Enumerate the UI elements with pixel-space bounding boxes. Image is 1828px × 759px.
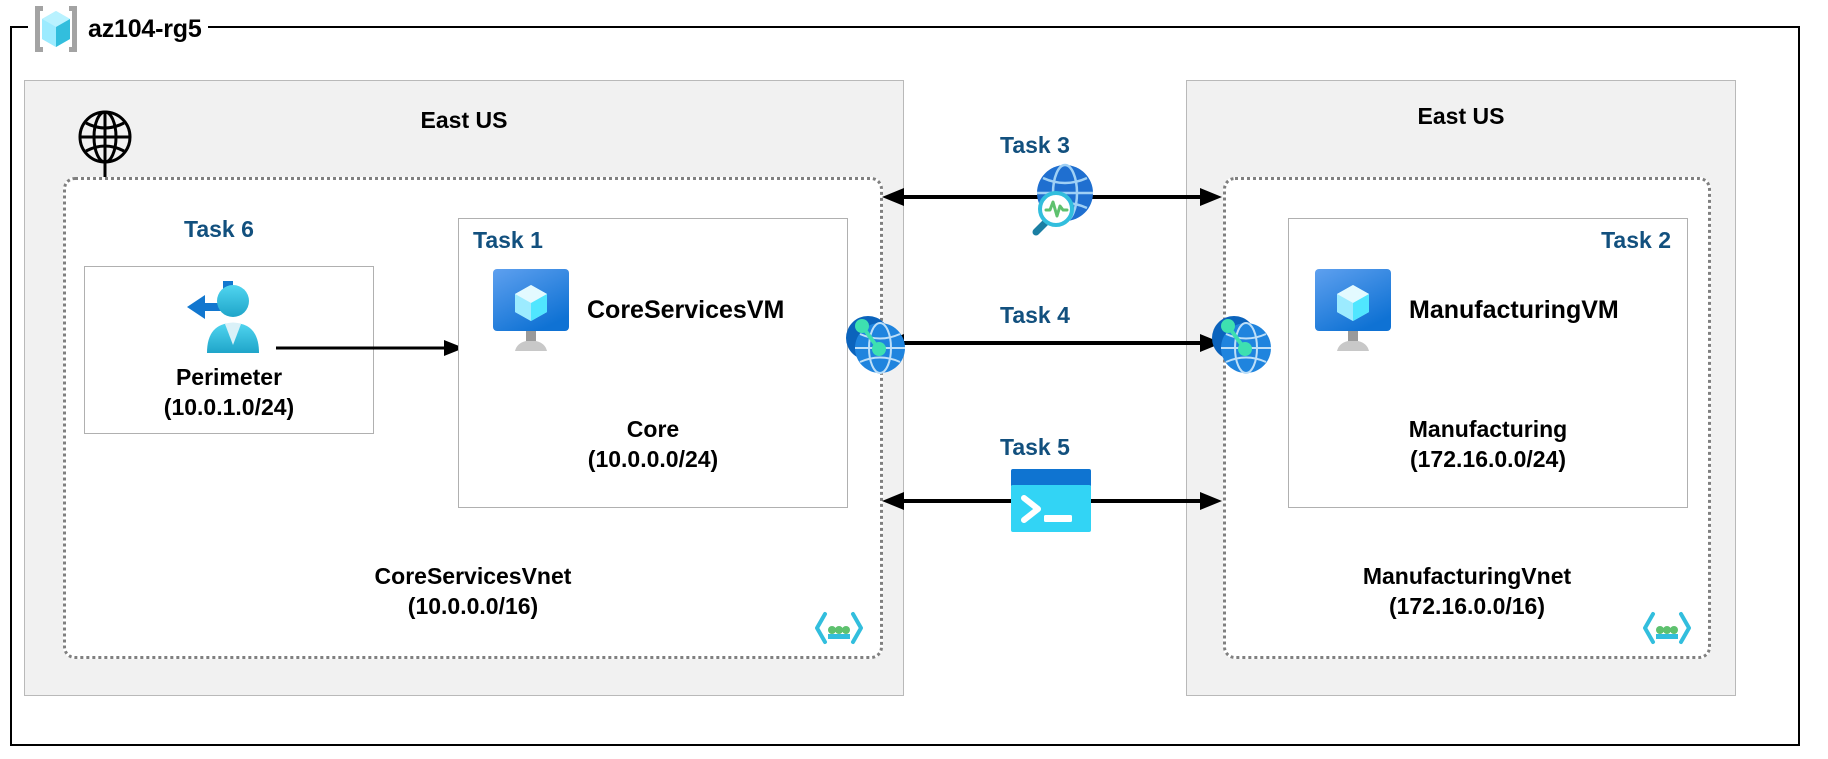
vnet-code-brackets-icon bbox=[815, 612, 863, 644]
perimeter-to-core-arrow-icon bbox=[276, 340, 464, 356]
region-east-us-right: East US Task 2 bbox=[1186, 80, 1736, 696]
vnet-manufacturing-name: ManufacturingVnet bbox=[1362, 563, 1572, 589]
vnet-core-services-name: CoreServicesVnet bbox=[374, 563, 572, 589]
vm-core-services: CoreServicesVM bbox=[489, 267, 784, 353]
resource-group-frame bbox=[10, 26, 1800, 746]
subnet-manufacturing-cidr: (172.16.0.0/24) bbox=[1409, 445, 1566, 472]
region-left-title: East US bbox=[420, 107, 508, 133]
subnet-core: Task 1 bbox=[458, 218, 848, 508]
subnet-core-cidr: (10.0.0.0/24) bbox=[587, 445, 719, 472]
azure-resource-group-icon bbox=[35, 6, 77, 52]
task-label-5: Task 5 bbox=[1000, 434, 1070, 460]
task-label-6: Task 6 bbox=[184, 216, 254, 242]
subnet-perimeter-name: Perimeter bbox=[175, 364, 283, 390]
subnet-perimeter-caption: Perimeter (10.0.1.0/24) bbox=[85, 363, 373, 423]
region-right-title: East US bbox=[1417, 103, 1505, 129]
task-label-1: Task 1 bbox=[473, 227, 543, 253]
vnet-manufacturing-cidr: (172.16.0.0/16) bbox=[1388, 592, 1545, 619]
virtual-machine-icon bbox=[1315, 269, 1391, 351]
subnet-manufacturing: Task 2 bbox=[1288, 218, 1688, 508]
task-label-4: Task 4 bbox=[1000, 302, 1070, 328]
subnet-core-name: Core bbox=[626, 416, 680, 442]
subnet-manufacturing-caption: Manufacturing (172.16.0.0/24) bbox=[1289, 415, 1687, 475]
vnet-core-services: Task 6 bbox=[63, 177, 883, 659]
vnet-peering-icon bbox=[846, 316, 905, 374]
globe-icon bbox=[78, 110, 132, 164]
resource-group-name: az104-rg5 bbox=[88, 14, 202, 43]
cloud-shell-icon bbox=[1011, 469, 1091, 532]
subnet-core-caption: Core (10.0.0.0/24) bbox=[459, 415, 847, 475]
task-label-2: Task 2 bbox=[1601, 227, 1671, 253]
vnet-core-services-caption: CoreServicesVnet (10.0.0.0/16) bbox=[66, 562, 880, 622]
subnet-perimeter: Perimeter (10.0.1.0/24) bbox=[84, 266, 374, 434]
network-watcher-icon bbox=[1032, 163, 1093, 236]
vnet-manufacturing: Task 2 bbox=[1223, 177, 1711, 659]
vnet-manufacturing-caption: ManufacturingVnet (172.16.0.0/16) bbox=[1226, 562, 1708, 622]
vm-manufacturing: ManufacturingVM bbox=[1311, 267, 1619, 353]
vnet-core-services-cidr: (10.0.0.0/16) bbox=[407, 592, 539, 619]
vnet-code-brackets-icon bbox=[1643, 612, 1691, 644]
resource-group-header: az104-rg5 bbox=[28, 6, 208, 52]
subnet-perimeter-cidr: (10.0.1.0/24) bbox=[163, 393, 295, 420]
subnet-manufacturing-name: Manufacturing bbox=[1408, 416, 1568, 442]
vm-manufacturing-name: ManufacturingVM bbox=[1409, 295, 1619, 324]
region-east-us-left: East US Task 6 bbox=[24, 80, 904, 696]
vm-core-services-name: CoreServicesVM bbox=[587, 295, 785, 324]
vnet-peering-icon bbox=[1212, 316, 1271, 374]
task4-bidirectional-arrow-icon bbox=[882, 334, 1222, 352]
bastion-user-icon bbox=[187, 281, 259, 353]
virtual-machine-icon bbox=[493, 269, 569, 351]
task-label-3: Task 3 bbox=[1000, 132, 1070, 158]
